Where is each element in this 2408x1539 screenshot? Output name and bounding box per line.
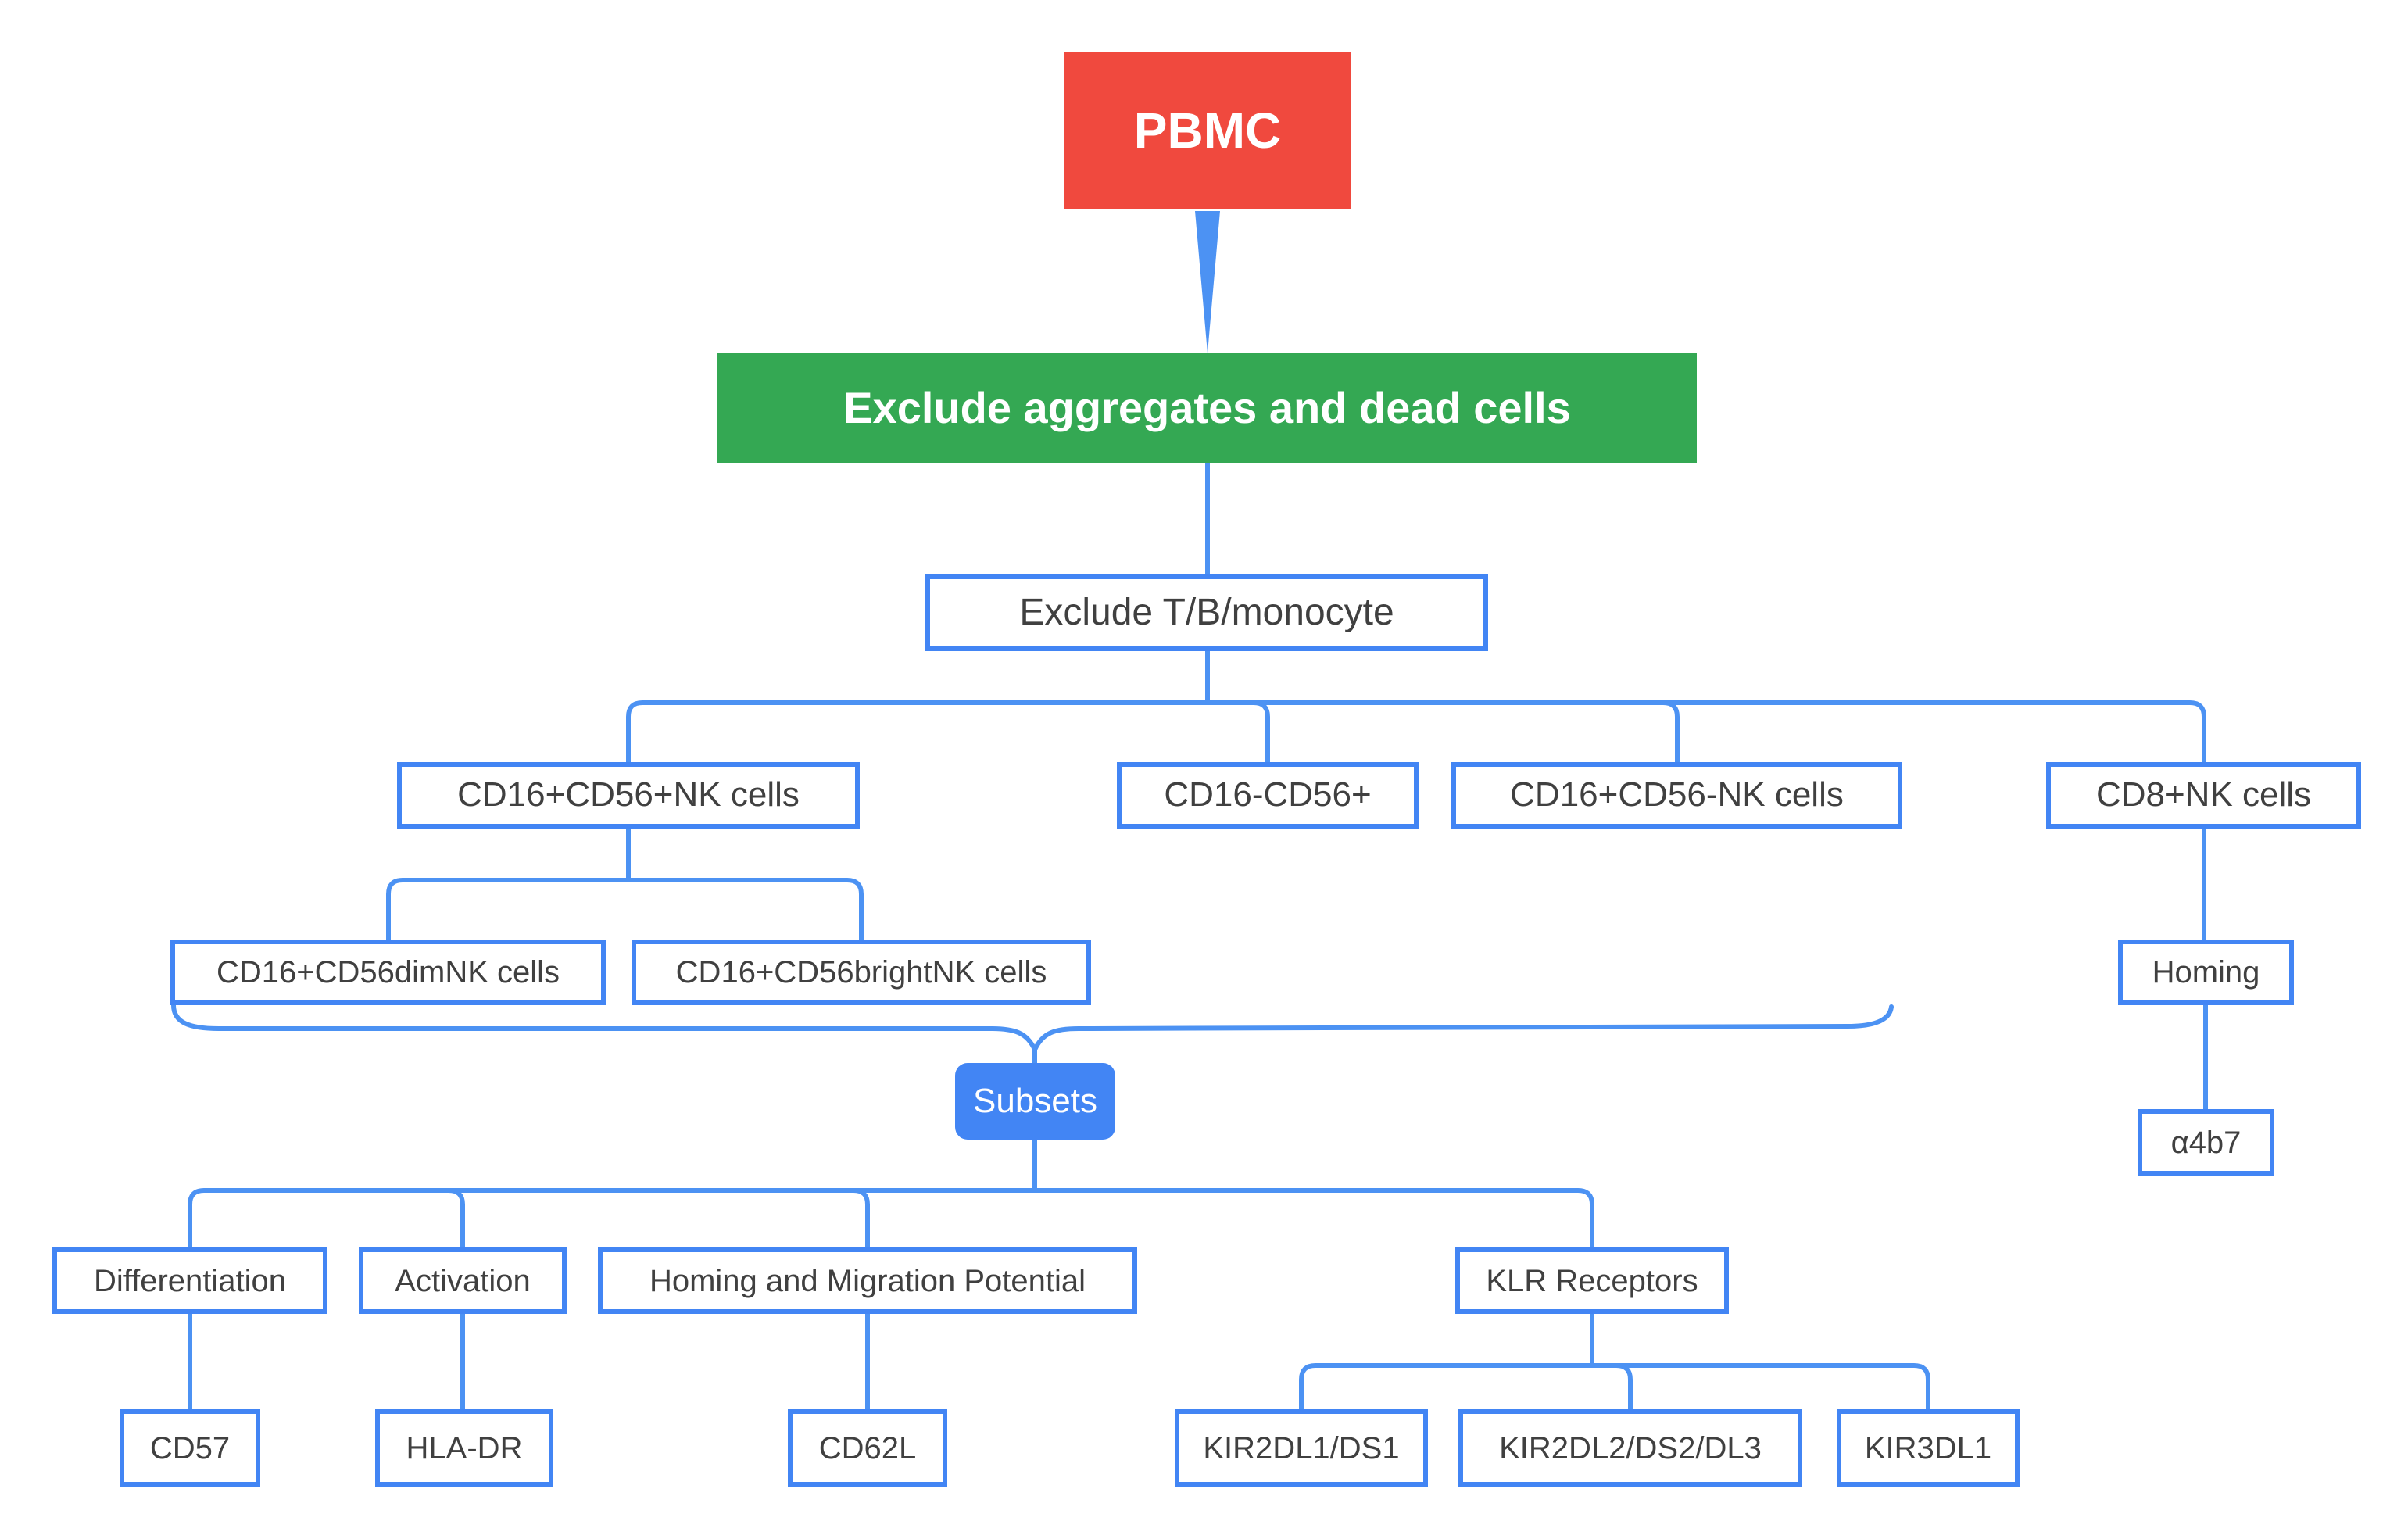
node-homing: Homing (2118, 940, 2294, 1005)
edge-kir-rail (1299, 1363, 1930, 1412)
node-activation: Activation (359, 1247, 567, 1314)
edge-row4-rail (188, 1188, 1594, 1250)
node-subsets: Subsets (955, 1063, 1115, 1140)
edge-row3-rail (386, 878, 864, 942)
node-exclude-aggregates-dead-cells: Exclude aggregates and dead cells (717, 353, 1697, 463)
node-kir2dl1-ds1: KIR2DL1/DS1 (1175, 1409, 1428, 1487)
node-pbmc: PBMC (1064, 52, 1351, 209)
pbmc-taper-connector (1195, 211, 1220, 353)
node-cd57: CD57 (120, 1409, 260, 1487)
node-hla-dr: HLA-DR (375, 1409, 553, 1487)
edge-drop-cd16p56n (1661, 700, 1680, 764)
node-cd8pos-nk-cells: CD8+NK cells (2046, 762, 2361, 829)
edge-row2-rail (626, 700, 2206, 764)
node-cd62l: CD62L (788, 1409, 947, 1487)
node-cd16pos-cd56bright-nk-cells: CD16+CD56brightNK cells (632, 940, 1091, 1005)
node-klr-receptors: KLR Receptors (1455, 1247, 1729, 1314)
edge-drop-homing-migration (851, 1188, 870, 1250)
node-cd16pos-cd56pos-nk-cells: CD16+CD56+NK cells (397, 762, 860, 829)
node-kir3dl1: KIR3DL1 (1837, 1409, 2020, 1487)
node-kir2dl2-ds2-dl3: KIR2DL2/DS2/DL3 (1458, 1409, 1802, 1487)
brace (171, 1003, 1894, 1052)
edge-drop-cd16n56p (1251, 700, 1270, 764)
node-homing-and-migration-potential: Homing and Migration Potential (598, 1247, 1137, 1314)
node-cd16pos-cd56dim-nk-cells: CD16+CD56dimNK cells (170, 940, 606, 1005)
node-cd16pos-cd56neg-nk-cells: CD16+CD56-NK cells (1451, 762, 1902, 829)
edge-drop-kir2dl2 (1614, 1363, 1633, 1412)
node-differentiation: Differentiation (52, 1247, 327, 1314)
edge-drop-activation (446, 1188, 465, 1250)
node-a4b7: α4b7 (2138, 1109, 2274, 1176)
node-exclude-t-b-monocyte: Exclude T/B/monocyte (925, 574, 1488, 651)
node-cd16neg-cd56pos: CD16-CD56+ (1117, 762, 1419, 829)
